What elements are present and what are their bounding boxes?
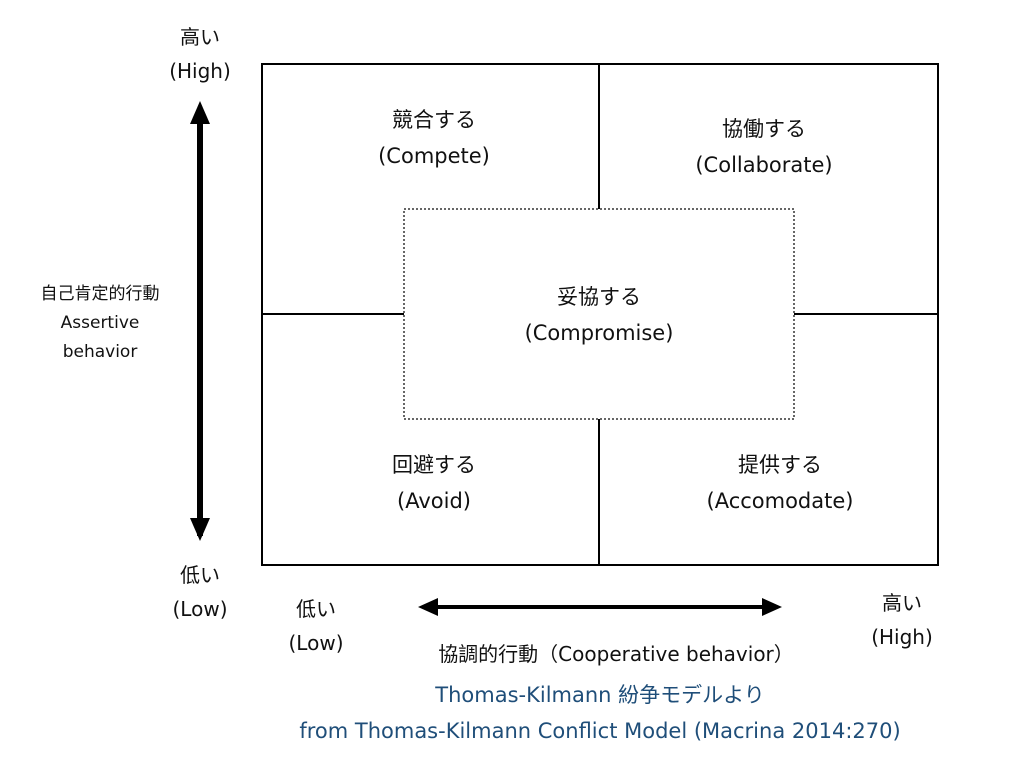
- y-axis-low-jp: 低い: [180, 563, 220, 587]
- x-axis-high-jp: 高い: [882, 591, 922, 615]
- quadrant-avoid: 回避する (Avoid): [304, 447, 564, 519]
- x-axis-low-jp: 低い: [296, 597, 336, 621]
- collaborate-en: (Collaborate): [695, 153, 833, 177]
- caption: Thomas-Kilmann 紛争モデルより from Thomas-Kilma…: [200, 677, 1000, 749]
- collaborate-jp: 協働する: [722, 117, 806, 141]
- vertical-arrow-head-up: [190, 101, 210, 124]
- horizontal-arrow-head-left: [418, 598, 438, 616]
- y-axis-title-en-1: Assertive: [60, 313, 140, 333]
- quadrant-compete: 競合する (Compete): [304, 102, 564, 174]
- y-axis-low-en: (Low): [172, 597, 228, 621]
- compromise-box: [403, 208, 795, 420]
- avoid-en: (Avoid): [397, 489, 471, 513]
- y-axis-title-jp: 自己肯定的行動: [40, 284, 160, 304]
- x-axis-low-label: 低い (Low): [256, 592, 376, 660]
- x-axis-high-label: 高い (High): [842, 586, 962, 654]
- accomodate-en: (Accomodate): [706, 489, 854, 513]
- y-axis-title-en-2: behavior: [62, 342, 138, 362]
- compromise-jp: 妥協する: [557, 285, 641, 309]
- y-axis-high-jp: 高い: [180, 25, 220, 49]
- quadrant-collaborate: 協働する (Collaborate): [634, 111, 894, 183]
- accomodate-jp: 提供する: [738, 453, 822, 477]
- y-axis-title: 自己肯定的行動 Assertive behavior: [15, 280, 185, 367]
- x-axis-title-text: 協調的行動（Cooperative behavior）: [438, 642, 794, 666]
- compete-jp: 競合する: [392, 108, 476, 132]
- quadrant-accomodate: 提供する (Accomodate): [650, 447, 910, 519]
- horizontal-arrow-head-right: [762, 598, 782, 616]
- avoid-jp: 回避する: [392, 453, 476, 477]
- quadrant-compromise: 妥協する (Compromise): [469, 279, 729, 351]
- vertical-arrow-head-down: [190, 518, 210, 541]
- caption-line-1: Thomas-Kilmann 紛争モデルより: [435, 683, 765, 707]
- y-axis-high-en: (High): [169, 59, 231, 83]
- x-axis-high-en: (High): [871, 625, 933, 649]
- compete-en: (Compete): [378, 144, 490, 168]
- x-axis-title: 協調的行動（Cooperative behavior）: [376, 639, 856, 669]
- x-axis-low-en: (Low): [288, 631, 344, 655]
- caption-line-2: from Thomas-Kilmann Conflict Model (Macr…: [299, 719, 901, 743]
- y-axis-high-label: 高い (High): [140, 20, 260, 88]
- y-axis-low-label: 低い (Low): [140, 558, 260, 626]
- compromise-en: (Compromise): [524, 321, 674, 345]
